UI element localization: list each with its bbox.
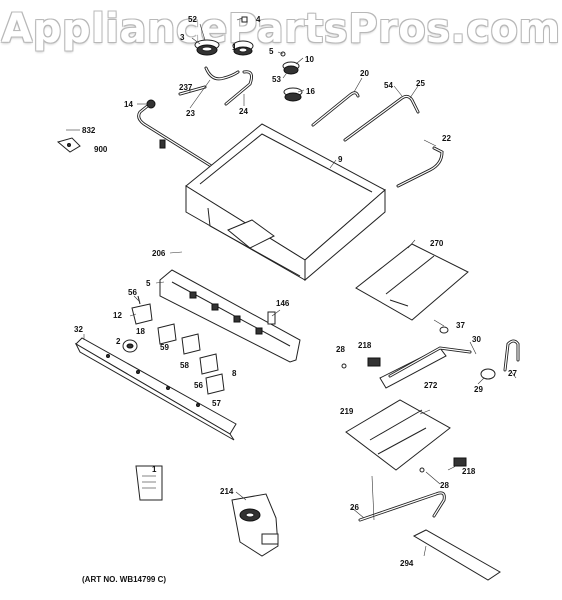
igniter-218b[interactable] (453, 457, 467, 467)
label-218: 218 (358, 341, 372, 350)
screw-1b[interactable] (419, 467, 425, 473)
tube-25[interactable] (343, 94, 420, 142)
label-1b: 1 (152, 465, 157, 474)
spring-37[interactable] (439, 326, 449, 334)
label-1: 1 (232, 43, 237, 52)
label-52: 52 (188, 15, 197, 24)
label-5b: 5 (146, 279, 151, 288)
burner-head-1[interactable] (232, 40, 254, 56)
knob-2[interactable] (122, 339, 138, 353)
label-16: 16 (306, 87, 315, 96)
label-22: 22 (442, 134, 451, 143)
screw-206[interactable] (169, 251, 183, 254)
label-10: 10 (305, 55, 314, 64)
label-56b: 56 (194, 381, 203, 390)
label-57: 57 (212, 399, 221, 408)
control-panel-32[interactable] (74, 337, 237, 441)
label-30: 30 (472, 335, 481, 344)
label-25: 25 (416, 79, 425, 88)
label-900: 900 (94, 145, 108, 154)
valve-59[interactable] (157, 323, 177, 345)
igniter-218[interactable] (367, 357, 381, 367)
label-27: 27 (508, 369, 517, 378)
label-206: 206 (152, 249, 166, 258)
label-56: 56 (128, 288, 137, 297)
label-272: 272 (424, 381, 438, 390)
label-4: 4 (256, 15, 261, 24)
label-3: 3 (180, 33, 185, 42)
label-214: 214 (220, 487, 234, 496)
valve-57[interactable] (205, 373, 225, 395)
label-59: 59 (160, 343, 169, 352)
label-12: 12 (113, 311, 122, 320)
label-9: 9 (338, 155, 343, 164)
label-146: 146 (276, 299, 290, 308)
label-23: 23 (186, 109, 195, 118)
label-237: 237 (179, 83, 193, 92)
bracket-900[interactable] (56, 137, 81, 153)
label-20: 20 (360, 69, 369, 78)
label-2: 2 (116, 337, 121, 346)
label-18: 18 (136, 327, 145, 336)
label-218b: 218 (462, 467, 476, 476)
label-53: 53 (272, 75, 281, 84)
label-14: 14 (124, 100, 133, 109)
valve-56[interactable] (131, 295, 153, 325)
label-28: 28 (336, 345, 345, 354)
label-24: 24 (239, 107, 248, 116)
label-54: 54 (384, 81, 393, 90)
burner-head-16[interactable] (283, 87, 303, 102)
label-832: 832 (82, 126, 96, 135)
art-number: (ART NO. WB14799 C) (82, 575, 167, 584)
label-32: 32 (74, 325, 83, 334)
label-270: 270 (430, 239, 444, 248)
watermark: AppliancePartsPros.com (1, 6, 561, 52)
screw-4[interactable] (241, 16, 248, 23)
shield-270[interactable] (355, 243, 469, 321)
label-37: 37 (456, 321, 465, 330)
orifice-29[interactable] (480, 368, 496, 380)
shield-219[interactable] (345, 399, 451, 471)
clip-146[interactable] (267, 311, 276, 325)
label-8: 8 (232, 369, 237, 378)
bracket-294[interactable] (412, 529, 501, 581)
valve-56b[interactable] (199, 353, 219, 375)
burner-box-9[interactable] (185, 123, 386, 282)
burner-head-3[interactable] (194, 39, 220, 56)
screw-28[interactable] (341, 363, 347, 369)
regulator-214[interactable] (231, 493, 279, 557)
label-29: 29 (474, 385, 483, 394)
burner-head-10[interactable] (282, 61, 300, 75)
tube-23[interactable] (204, 66, 240, 81)
valve-58[interactable] (181, 333, 201, 355)
label-28b: 28 (440, 481, 449, 490)
label-294: 294 (400, 559, 414, 568)
label-26: 26 (350, 503, 359, 512)
label-58: 58 (180, 361, 189, 370)
valve-bracket-5[interactable] (159, 269, 301, 363)
label-219: 219 (340, 407, 354, 416)
label-5: 5 (269, 47, 274, 56)
manual-1[interactable] (135, 465, 163, 501)
